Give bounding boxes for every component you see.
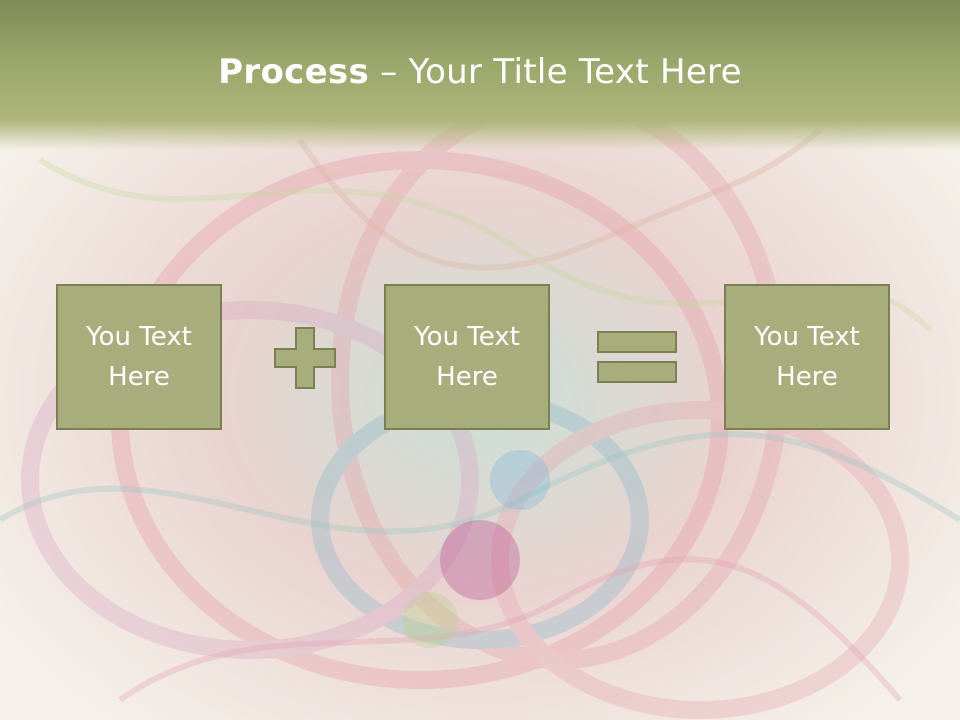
equals-icon xyxy=(597,331,677,383)
title-bar xyxy=(0,0,960,150)
process-box-1[interactable]: You Text Here xyxy=(56,284,222,430)
title-bold-text: Process xyxy=(218,52,370,92)
process-box-3-text: You Text Here xyxy=(754,322,860,392)
title-rest-text: – Your Title Text Here xyxy=(369,52,742,92)
process-box-1-text: You Text Here xyxy=(86,322,192,392)
process-box-2[interactable]: You Text Here xyxy=(384,284,550,430)
plus-icon xyxy=(274,327,336,389)
process-box-3[interactable]: You Text Here xyxy=(724,284,890,430)
slide-title: Process – Your Title Text Here xyxy=(0,52,960,92)
process-box-2-text: You Text Here xyxy=(414,322,520,392)
